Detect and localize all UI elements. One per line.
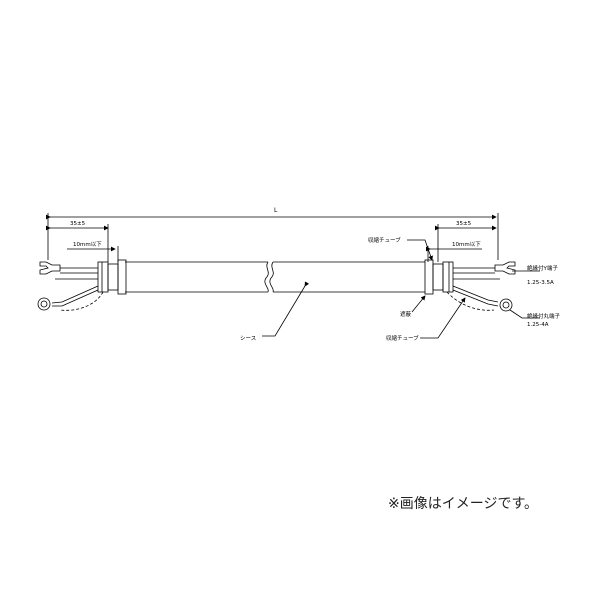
label-tube-top: 収縮チューブ [368, 236, 401, 244]
tube-right-outer [442, 261, 454, 293]
tube-left-mid [107, 263, 119, 291]
wire-left-upper [60, 267, 98, 274]
image-disclaimer: ※画像はイメージです。 [388, 496, 539, 512]
label-ring-terminal: 絶縁付丸端子 [527, 312, 561, 320]
tube-right-collar [424, 259, 434, 295]
label-tape: 遮蔽 [400, 310, 412, 318]
wire-left-lower [51, 285, 99, 307]
ring-terminal-left [37, 297, 51, 311]
y-terminal-left [39, 261, 61, 275]
leader-tape [411, 295, 426, 313]
label-sheath: シース [240, 335, 256, 342]
wire-left-shield [59, 291, 104, 311]
leader-tube-bottom [420, 297, 466, 339]
wire-right-shield [446, 291, 495, 311]
label-overall-length: L [274, 207, 278, 214]
sheath-left [125, 261, 268, 293]
label-tube-bottom: 収縮チューブ [386, 334, 419, 342]
sheath-right [273, 261, 425, 293]
label-right-strip: 35±5 [456, 221, 472, 227]
label-left-strip: 35±5 [70, 221, 86, 227]
leader-ring-terminal [509, 309, 540, 319]
label-y-terminal: 絶縁付Y端子 [527, 264, 558, 272]
break-mark-left [264, 261, 269, 293]
leader-sheath [262, 281, 310, 337]
break-mark-right [269, 261, 274, 293]
leader-tube-top [407, 239, 433, 261]
tube-left-collar [117, 259, 127, 295]
ring-terminal-right [499, 298, 513, 312]
label-right-tube: 10mm以下 [452, 241, 481, 248]
wire-right-upper [453, 267, 495, 274]
label-left-tube: 10mm以下 [73, 241, 102, 248]
tube-left-outer [97, 261, 109, 293]
tube-right-mid [432, 263, 444, 291]
label-ring-terminal-spec: 1.25-4A [527, 322, 549, 328]
wire-right-lower [452, 285, 499, 307]
label-y-terminal-spec: 1.25-3.5A [527, 280, 554, 286]
y-terminal-right [494, 261, 516, 275]
